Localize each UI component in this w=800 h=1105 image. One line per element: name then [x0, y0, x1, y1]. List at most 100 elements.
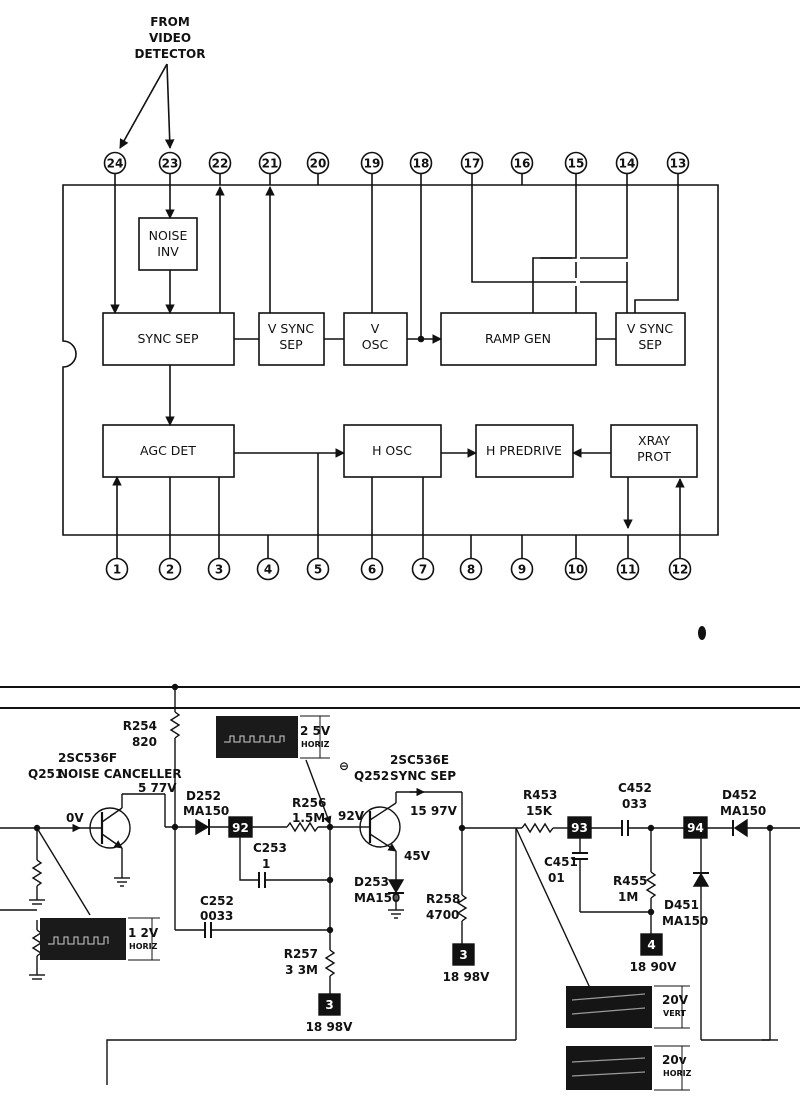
svg-text:R254: R254 [123, 719, 157, 733]
svg-text:C253: C253 [253, 841, 287, 855]
c451: C451 01 [544, 838, 651, 913]
svg-text:H OSC: H OSC [372, 443, 412, 458]
svg-text:20V: 20V [662, 993, 689, 1007]
c252: C252 0033 [175, 894, 334, 938]
svg-text:1: 1 [113, 563, 121, 577]
scope-waveform-q252: 2 5V HORIZ [216, 715, 332, 825]
svg-text:23: 23 [162, 157, 179, 171]
pin-10: 10 [564, 535, 588, 581]
pin-6: 6 [360, 535, 384, 581]
pin-16: 16 [510, 151, 534, 185]
c253: C253 1 [239, 826, 334, 888]
svg-text:SYNC SEP: SYNC SEP [138, 331, 199, 346]
svg-text:NOISE CANCELLER: NOISE CANCELLER [58, 767, 182, 781]
svg-text:5: 5 [314, 563, 322, 577]
svg-text:92: 92 [232, 821, 249, 835]
top-pins: 24 23 22 21 20 19 18 17 16 15 14 13 [103, 151, 690, 185]
svg-text:20: 20 [310, 157, 327, 171]
pin-8: 8 [459, 535, 483, 581]
svg-text:R257: R257 [284, 947, 318, 961]
svg-text:3: 3 [215, 563, 223, 577]
svg-text:94: 94 [687, 821, 704, 835]
scope-waveform-horiz: 20v HORIZ [566, 1045, 692, 1091]
svg-text:0V: 0V [66, 811, 84, 825]
svg-text:18 98V: 18 98V [443, 970, 491, 984]
svg-text:HORIZ: HORIZ [663, 1069, 692, 1078]
svg-text:R258: R258 [426, 892, 460, 906]
r257: R257 3 3M 3 18 98V [284, 827, 353, 1034]
svg-text:033: 033 [622, 797, 647, 811]
svg-text:10: 10 [568, 563, 585, 577]
pin-24: 24 [103, 151, 127, 185]
r258: 3 18 98V R258 4700 [426, 824, 491, 984]
svg-text:820: 820 [132, 735, 157, 749]
pin-20: 20 [306, 151, 330, 185]
svg-text:AGC DET: AGC DET [140, 443, 196, 458]
svg-text:6: 6 [368, 563, 376, 577]
q251-transistor: Q251 2SC536F NOISE CANCELLER 0V 5 77V [0, 751, 182, 980]
pin-11: 11 [616, 535, 640, 581]
svg-text:MA150: MA150 [662, 914, 708, 928]
svg-text:C452: C452 [618, 781, 652, 795]
pin-2: 2 [158, 535, 182, 581]
svg-text:3 3M: 3 3M [285, 963, 318, 977]
svg-text:01: 01 [548, 871, 565, 885]
svg-text:PROT: PROT [637, 449, 671, 464]
d451: D451 MA150 [662, 838, 770, 1041]
svg-text:2SC536E: 2SC536E [390, 753, 449, 767]
svg-text:22: 22 [212, 157, 229, 171]
v-sync-sep-block-1: V SYNC SEP [258, 312, 325, 366]
svg-text:RAMP GEN: RAMP GEN [485, 331, 551, 346]
sync-sep-block: SYNC SEP [102, 312, 235, 366]
svg-text:4: 4 [647, 938, 655, 952]
svg-text:2 5V: 2 5V [300, 724, 331, 738]
svg-text:⊖: ⊖ [339, 759, 349, 773]
pin-15: 15 [564, 151, 588, 185]
svg-text:93: 93 [571, 821, 588, 835]
svg-text:Q251: Q251 [28, 767, 63, 781]
svg-text:45V: 45V [404, 849, 431, 863]
r455: R455 1M 4 18 90V [613, 828, 677, 974]
svg-text:HORIZ: HORIZ [129, 942, 158, 951]
svg-text:4700: 4700 [426, 908, 459, 922]
q252-transistor: Q252 2SC536E SYNC SEP ⊖ 15 97V 45V [339, 753, 463, 895]
svg-text:16: 16 [514, 157, 531, 171]
test-point-92: 92 [228, 816, 287, 838]
svg-text:D252: D252 [186, 789, 221, 803]
r256: R256 1.5M 92V [286, 796, 365, 833]
sync-circuit-schematic: R254 820 Q251 2SC536F NOISE CANCELLER 0V… [0, 683, 800, 1085]
svg-text:92V: 92V [338, 809, 365, 823]
svg-text:8: 8 [467, 563, 475, 577]
d452: D452 MA150 [707, 788, 800, 1041]
svg-text:17: 17 [464, 157, 481, 171]
pin-13: 13 [666, 151, 690, 185]
svg-text:7: 7 [419, 563, 427, 577]
scope-waveform-q251: 1 2V HORIZ [40, 917, 160, 961]
svg-text:D253: D253 [354, 875, 389, 889]
pin-21: 21 [258, 151, 282, 185]
test-point-94: 94 [683, 816, 708, 839]
ramp-gen-block: RAMP GEN [440, 312, 597, 366]
svg-text:18 90V: 18 90V [630, 960, 678, 974]
svg-text:14: 14 [619, 157, 636, 171]
svg-text:VERT: VERT [663, 1009, 686, 1018]
ic-outline [62, 184, 719, 536]
pin-5: 5 [306, 535, 330, 581]
ic-connections [110, 185, 685, 535]
svg-text:1M: 1M [618, 890, 638, 904]
svg-text:9: 9 [518, 563, 526, 577]
pin-19: 19 [360, 151, 384, 185]
svg-text:MA150: MA150 [183, 804, 229, 818]
svg-text:21: 21 [262, 157, 279, 171]
svg-text:5 77V: 5 77V [138, 781, 177, 795]
agc-det-block: AGC DET [102, 424, 235, 478]
svg-text:C252: C252 [200, 894, 234, 908]
svg-text:12: 12 [672, 563, 689, 577]
bottom-pins: 1 2 3 4 5 6 7 8 9 10 11 12 [105, 535, 692, 581]
pin-18: 18 [409, 151, 433, 185]
svg-text:H PREDRIVE: H PREDRIVE [486, 443, 562, 458]
svg-text:R453: R453 [523, 788, 557, 802]
svg-text:1 2V: 1 2V [128, 926, 159, 940]
svg-text:15K: 15K [526, 804, 553, 818]
